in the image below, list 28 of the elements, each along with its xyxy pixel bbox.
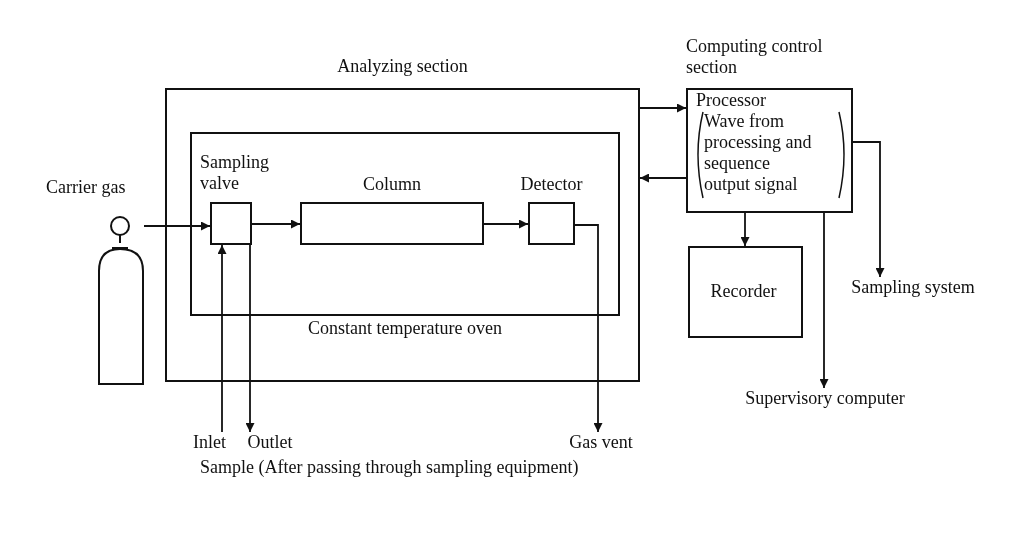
arrow xyxy=(251,219,301,229)
port-label: Outlet xyxy=(235,432,305,454)
arrow xyxy=(143,221,211,231)
output-label: Supervisory computer xyxy=(715,388,935,410)
arrow xyxy=(639,103,687,113)
carrier-gas-label: Carrier gas xyxy=(46,177,127,198)
arrow xyxy=(574,224,603,433)
arrow xyxy=(852,141,885,278)
arrow xyxy=(639,173,687,183)
arrow xyxy=(740,212,750,247)
recorder-label: Recorder xyxy=(709,281,778,302)
arrow xyxy=(245,244,255,433)
arrow xyxy=(819,212,829,389)
section-title: Computing control section xyxy=(686,36,824,78)
recorder-box xyxy=(688,246,803,338)
processor-description: Wave from processing and sequence output signal xyxy=(704,111,813,195)
arrow xyxy=(217,244,227,433)
port-label: Gas vent xyxy=(556,432,646,454)
detector-label: Detector xyxy=(519,174,584,195)
processor-label: Processor xyxy=(696,90,767,111)
port-label: Inlet xyxy=(187,432,232,454)
arrow xyxy=(483,219,529,229)
caption-note: Sample (After passing through sampling equipment) xyxy=(200,457,579,478)
output-label: Sampling system xyxy=(828,277,998,299)
section-title: Analyzing section xyxy=(336,56,469,77)
column-label: Column xyxy=(362,174,422,195)
valve-label: Sampling valve xyxy=(200,152,270,194)
oven-label: Constant temperature oven xyxy=(307,318,503,339)
